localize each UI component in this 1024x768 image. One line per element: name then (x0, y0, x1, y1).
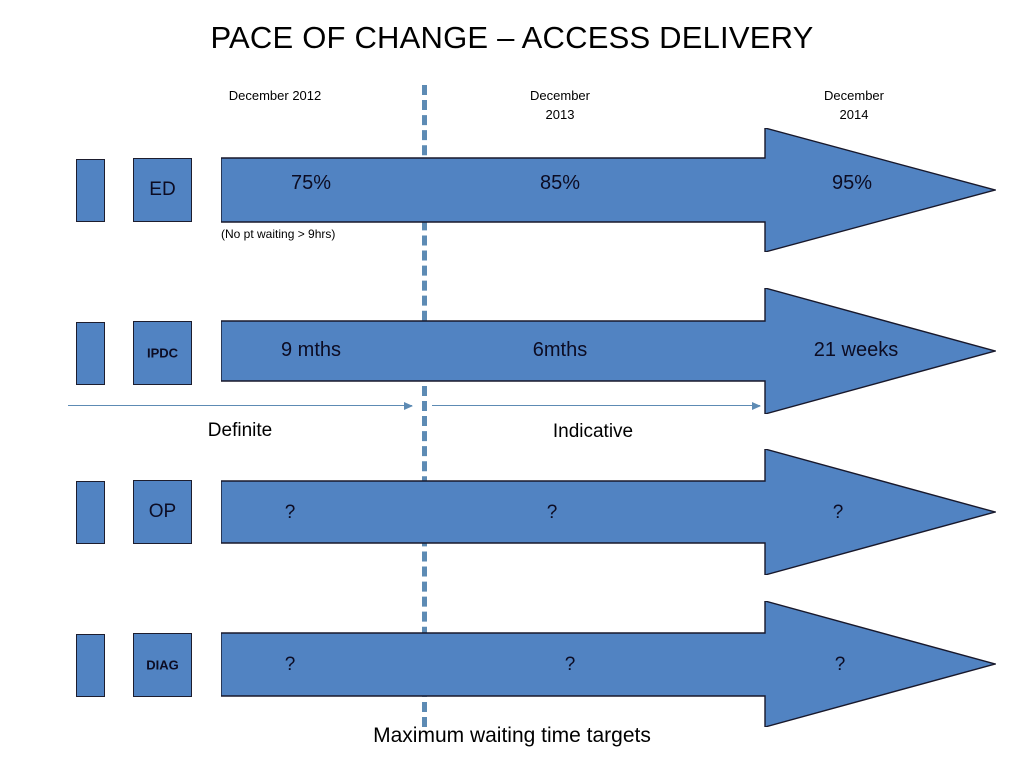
row-value-op-2012: ? (284, 502, 296, 523)
row-value-op-2014: ? (832, 502, 844, 523)
arrowhead-icon (404, 402, 413, 410)
column-header-line1: December (824, 88, 884, 103)
progress-arrow-diag (221, 601, 996, 727)
column-header-december-2013: December 2013 (470, 86, 650, 124)
progress-arrow-ed (221, 128, 996, 252)
row-marker-box-diag (76, 634, 105, 697)
column-header-line2: 2013 (545, 107, 575, 122)
definite-range-arrow (68, 402, 413, 410)
row-value-diag-2014: ? (834, 654, 846, 675)
row-tag-box-ed[interactable]: ED (133, 158, 192, 222)
column-header-line1: December (530, 88, 590, 103)
row-tag-label-ipdc: IPDC (146, 345, 179, 361)
column-header-line2: 2014 (839, 107, 869, 122)
progress-arrow-ipdc (221, 288, 996, 414)
row-tag-box-diag[interactable]: DIAG (133, 633, 192, 697)
arrowhead-icon (752, 402, 761, 410)
progress-arrow-op (221, 449, 996, 575)
column-header-december-2014: December 2014 (760, 86, 948, 124)
row-marker-box-ipdc (76, 322, 105, 385)
row-value-op-2013: ? (546, 502, 558, 523)
row-value-ipdc-2014: 21 weeks (813, 339, 899, 361)
row-value-ipdc-2012: 9 mths (280, 339, 342, 361)
footer-caption: Maximum waiting time targets (373, 724, 651, 747)
timeline-divider-dashed (422, 85, 427, 727)
row-tag-label-op: OP (148, 501, 177, 522)
row-tag-label-diag: DIAG (146, 657, 179, 673)
indicative-range-arrow (432, 402, 761, 410)
row-value-ed-2014: 95% (831, 172, 873, 194)
row-marker-box-op (76, 481, 105, 544)
row-tag-label-ed: ED (149, 179, 176, 200)
row-value-ed-2012: 75% (290, 172, 332, 194)
page-title: PACE OF CHANGE – ACCESS DELIVERY (210, 20, 814, 55)
row-value-diag-2012: ? (284, 654, 296, 675)
row-value-ipdc-2013: 6mths (532, 339, 588, 361)
row-marker-box-ed (76, 159, 105, 222)
band-label-definite: Definite (207, 420, 273, 441)
row-tag-box-op[interactable]: OP (133, 480, 192, 544)
column-header-december-2012: December 2012 (228, 88, 322, 103)
band-label-indicative: Indicative (552, 421, 634, 442)
row-value-diag-2013: ? (564, 654, 576, 675)
row-value-ed-2013: 85% (539, 172, 581, 194)
row-tag-box-ipdc[interactable]: IPDC (133, 321, 192, 385)
row-note-ed: (No pt waiting > 9hrs) (221, 227, 336, 241)
